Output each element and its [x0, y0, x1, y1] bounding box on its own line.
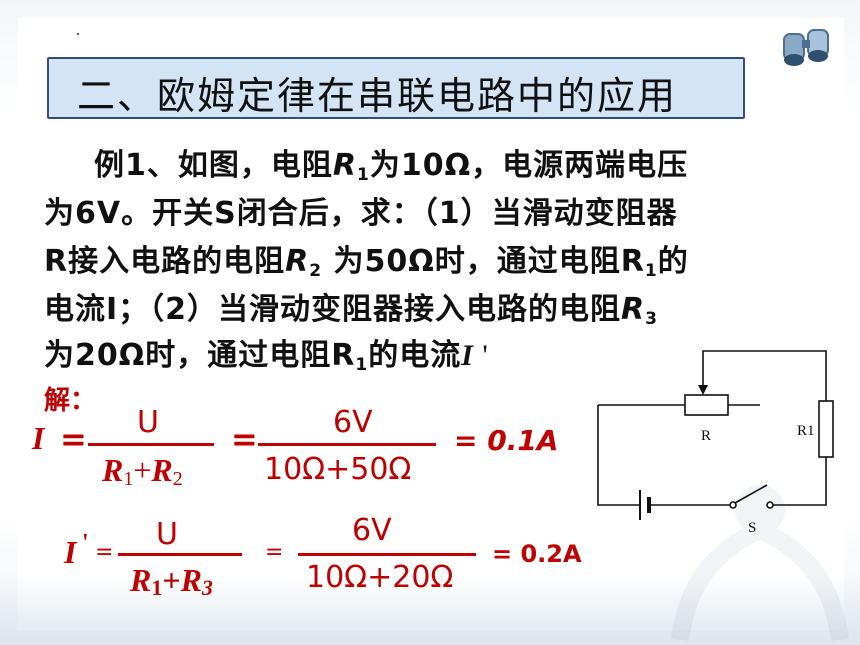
var-r: R: [621, 292, 646, 327]
problem-text: 的电流: [368, 338, 462, 373]
formula1-denominator-2: 10Ω+50Ω: [264, 452, 412, 487]
formula2-result: = 0.2A: [492, 540, 582, 568]
resistor-label: R1: [797, 423, 815, 439]
formula1-result: = 0.1A: [454, 424, 559, 457]
subscript: 1: [644, 261, 658, 281]
formula2-lhs: I: [64, 534, 77, 570]
formula2-equals: =: [95, 540, 114, 565]
problem-text: 为50Ω时，通过电阻R: [322, 244, 645, 279]
var-r: R: [102, 452, 124, 488]
bottom-right-wire: [773, 457, 827, 506]
prime-mark: ': [473, 339, 489, 372]
slider-wire: [702, 350, 827, 401]
problem-text: 的: [657, 244, 689, 279]
binoculars-icon: [783, 29, 829, 66]
formula1-equals: =: [60, 420, 87, 458]
formula2-denominator-2: 10Ω+20Ω: [306, 560, 454, 595]
subscript: 2: [309, 261, 323, 281]
plus-sign: +: [133, 452, 152, 488]
subscript: 1: [151, 575, 163, 600]
slider-arrow: [698, 385, 708, 395]
subscript: 2: [172, 468, 183, 490]
switch-lever: [734, 484, 768, 504]
formula2-fraction-bar: [118, 553, 242, 556]
solution-label: 解：: [44, 386, 97, 416]
problem-text: 为10Ω，电源两端电压: [369, 148, 689, 183]
subscript: 3: [645, 309, 658, 329]
plus-sign: +: [162, 562, 181, 598]
var-r: R: [332, 148, 357, 183]
formula2-equals-2: =: [265, 540, 284, 565]
var-r: R: [151, 452, 173, 488]
rheostat-label: R: [701, 428, 711, 444]
background-band: [0, 575, 860, 645]
slide-title: 二、欧姆定律在串联电路中的应用: [77, 74, 678, 118]
left-wire: [597, 405, 640, 506]
problem-text: R接入电路的电阻: [44, 244, 286, 279]
hands-watermark-icon: [671, 485, 849, 642]
title-banner: 二、欧姆定律在串联电路中的应用: [47, 57, 745, 119]
var-i: I: [461, 339, 474, 372]
formula1-fraction-bar-2: [258, 443, 436, 446]
problem-text: 电流I；（2）当滑动变阻器接入电路的电阻: [44, 292, 622, 327]
formula2-fraction-bar-2: [298, 553, 476, 556]
var-r: R: [285, 244, 310, 279]
formula1-fraction-bar: [88, 443, 214, 446]
formula2-denominator: R1+R3: [130, 562, 213, 601]
problem-text: 为20Ω时，通过电阻R: [44, 338, 356, 373]
subscript: 1: [356, 165, 370, 185]
switch-contact-right: [766, 501, 774, 509]
problem-text: 为6V。开关S闭合后，求：（1）当滑动变阻器: [44, 196, 678, 231]
subscript: 1: [123, 468, 134, 490]
subscript: 3: [201, 575, 213, 600]
formula1-numerator: U: [137, 405, 159, 440]
var-r: R: [180, 562, 202, 598]
problem-line-1: 例1、如图，电阻R1为10Ω，电源两端电压: [94, 140, 688, 185]
switch-label: S: [748, 520, 756, 536]
formula2-numerator-2: 6V: [352, 513, 392, 548]
problem-line-2: 为6V。开关S闭合后，求：（1）当滑动变阻器: [44, 188, 678, 232]
formula1-equals-2: =: [231, 420, 258, 458]
switch-contact-left: [729, 501, 737, 509]
formula1-lhs: I: [32, 420, 45, 456]
circuit-diagram: R R1 S: [597, 350, 834, 536]
rheostat-body: [684, 394, 729, 416]
formula2-numerator: U: [156, 517, 178, 552]
formula2-prime: ': [82, 530, 89, 556]
formula1-numerator-2: 6V: [333, 405, 373, 440]
resistor-r1: [818, 400, 834, 458]
problem-line-5: 为20Ω时，通过电阻R1的电流I ': [44, 330, 489, 375]
problem-line-3: R接入电路的电阻R2 为50Ω时，通过电阻R1的: [44, 236, 689, 281]
subscript: 1: [355, 355, 369, 375]
problem-line-4: 电流I；（2）当滑动变阻器接入电路的电阻R3: [44, 284, 658, 329]
decorative-dot: [77, 33, 79, 35]
var-r: R: [130, 562, 152, 598]
formula1-denominator: R1+R2: [102, 452, 183, 491]
slide-frame: [18, 18, 844, 630]
problem-text: 例1、如图，电阻: [94, 148, 333, 183]
